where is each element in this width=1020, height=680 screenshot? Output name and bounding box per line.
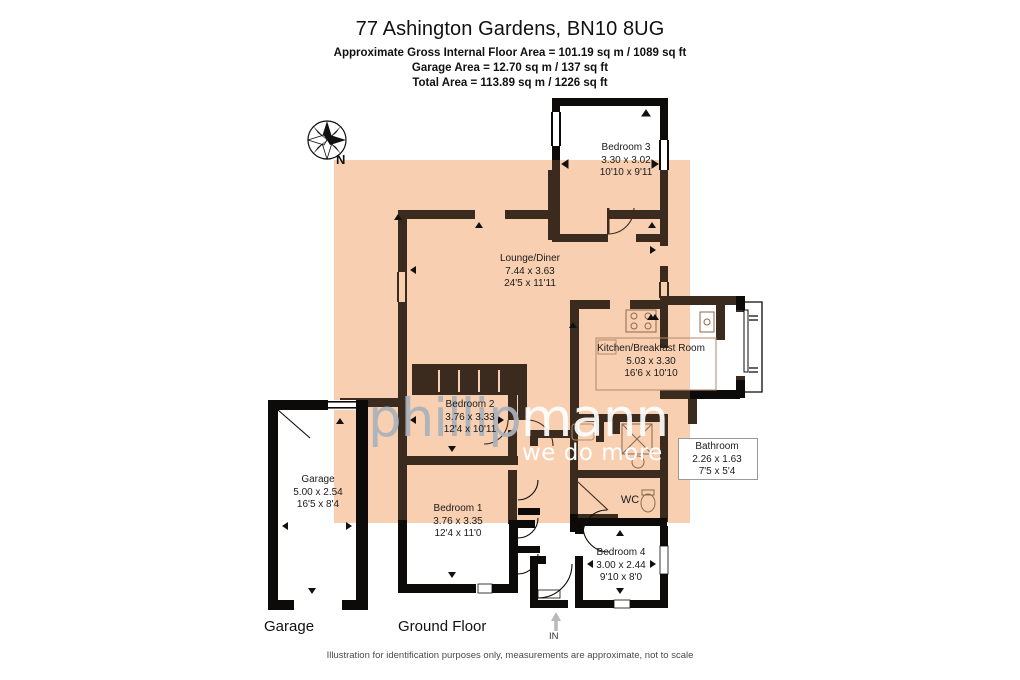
room-name: Bedroom 1 <box>433 503 483 514</box>
room-name: Bathroom <box>695 441 739 452</box>
room-name: Bedroom 3 <box>601 142 651 153</box>
room-imperial: 16'5 x 8'4 <box>296 499 340 510</box>
garage-dimension-arrows <box>282 418 352 594</box>
garage-walls <box>268 400 368 610</box>
entrance-arrow-icon <box>551 612 561 631</box>
bedroom-4-door-swing <box>582 509 610 553</box>
room-name: Bedroom 4 <box>596 547 646 558</box>
toilet-icon <box>640 489 656 513</box>
room-name: Kitchen/Breakfast Room <box>597 343 705 354</box>
room-metric: 3.00 x 2.44 <box>596 559 646 571</box>
page-title: 77 Ashington Gardens, BN10 8UG <box>355 18 665 40</box>
bathroom-label-box <box>678 438 758 480</box>
room-label-bedroom-1: Bedroom 1 3.76 x 3.35 12'4 x 11'0 <box>408 503 508 541</box>
compass-north-label: N <box>336 152 346 167</box>
room-metric: 3.76 x 3.33 <box>445 411 495 423</box>
wc-door-swing <box>577 481 609 511</box>
bathtub-icon <box>571 423 595 441</box>
inner-door-swing <box>526 419 554 447</box>
wc-walls-black <box>570 514 578 532</box>
entrance-door-swing <box>537 563 573 599</box>
bedroom-1-walls <box>398 462 517 524</box>
bedroom-4-walls <box>575 518 668 608</box>
room-imperial: 10'10 x 9'11 <box>599 167 653 178</box>
room-imperial: 7'5 x 5'4 <box>698 466 736 477</box>
garage-area-text: Garage Area = 12.70 sq m / 137 sq ft <box>411 62 609 74</box>
room-name: Bedroom 2 <box>445 399 495 410</box>
ground-floor-label: Ground Floor <box>398 618 487 635</box>
kitchen-sink-icon <box>699 311 715 333</box>
lounge-diner-walls <box>397 170 669 414</box>
lounge-dimension-arrows <box>394 214 656 328</box>
compass-rose-icon <box>306 120 347 161</box>
bedroom-1-dimension-arrows <box>448 572 456 578</box>
room-label-bedroom-4: Bedroom 4 3.00 x 2.44 9'10 x 8'0 <box>573 547 669 585</box>
bedroom-2-dimension-arrows <box>410 416 504 452</box>
kitchen-walls-black <box>690 296 745 399</box>
room-imperial: 24'5 x 11'11 <box>504 278 556 289</box>
bedroom-1-window <box>477 583 493 594</box>
hall-left-walls <box>509 520 535 592</box>
garage-top-window <box>328 400 356 410</box>
room-metric: 5.00 x 2.54 <box>293 486 343 498</box>
bathroom-walls <box>570 414 668 478</box>
room-label-bedroom-3: Bedroom 3 3.30 x 3.02 10'10 x 9'11 <box>566 142 686 180</box>
gross-internal-area-text: Approximate Gross Internal Floor Area = … <box>333 47 687 59</box>
room-imperial: 9'10 x 8'0 <box>599 572 643 583</box>
bedroom-3-dimension-arrows <box>561 109 659 169</box>
bedroom-4-window-right <box>659 545 669 575</box>
room-metric: 3.76 x 3.35 <box>433 515 483 527</box>
basin-icon <box>631 455 645 469</box>
bedroom-1-partition <box>518 508 540 553</box>
kitchen-units <box>595 337 717 391</box>
kitchen-bay-window <box>745 301 763 393</box>
entrance-porch-walls <box>530 556 568 608</box>
room-name: Garage <box>301 474 335 485</box>
room-label-lounge-diner: Lounge/Diner 7.44 x 3.63 24'5 x 11'11 <box>470 253 590 291</box>
room-metric: 2.26 x 1.63 <box>692 453 742 465</box>
room-metric: 3.30 x 3.02 <box>601 154 651 166</box>
bedroom-4-dimension-arrows <box>587 530 656 594</box>
room-metric: 5.03 x 3.30 <box>626 355 676 367</box>
room-name: Lounge/Diner <box>499 253 561 264</box>
room-label-wc: WC <box>620 494 640 506</box>
garage-door <box>294 600 342 610</box>
kitchen-window-glass <box>743 309 749 373</box>
garage-floor-label: Garage <box>264 618 315 635</box>
entrance-door <box>537 589 561 599</box>
room-imperial: 12'4 x 10'11 <box>443 424 497 435</box>
room-imperial: 12'4 x 11'0 <box>434 528 482 539</box>
shower-icon <box>621 423 653 455</box>
room-label-kitchen-breakfast-room: Kitchen/Breakfast Room 5.03 x 3.30 16'6 … <box>583 343 719 381</box>
misc-internal-walls <box>412 364 518 395</box>
total-area-text: Total Area = 113.89 sq m / 1226 sq ft <box>412 77 608 89</box>
room-label-bathroom: Bathroom 2.26 x 1.63 7'5 x 5'4 <box>679 441 755 479</box>
header: 77 Ashington Gardens, BN10 8UG Approxima… <box>0 0 1020 89</box>
kitchen-dimension-arrows <box>647 314 659 320</box>
footer-disclaimer: Illustration for identification purposes… <box>326 650 694 661</box>
room-metric: 7.44 x 3.63 <box>505 265 555 277</box>
misc-internal-walls-2 <box>398 364 527 420</box>
garage-side-door <box>277 409 311 439</box>
room-label-garage: Garage 5.00 x 2.54 16'5 x 8'4 <box>268 474 368 512</box>
entrance-label: IN <box>549 631 559 642</box>
room-imperial: 16'6 x 10'10 <box>624 368 678 379</box>
bedroom-4-window-bottom <box>613 599 631 609</box>
room-label-bedroom-2: Bedroom 2 3.76 x 3.33 12'4 x 10'11 <box>420 399 520 437</box>
